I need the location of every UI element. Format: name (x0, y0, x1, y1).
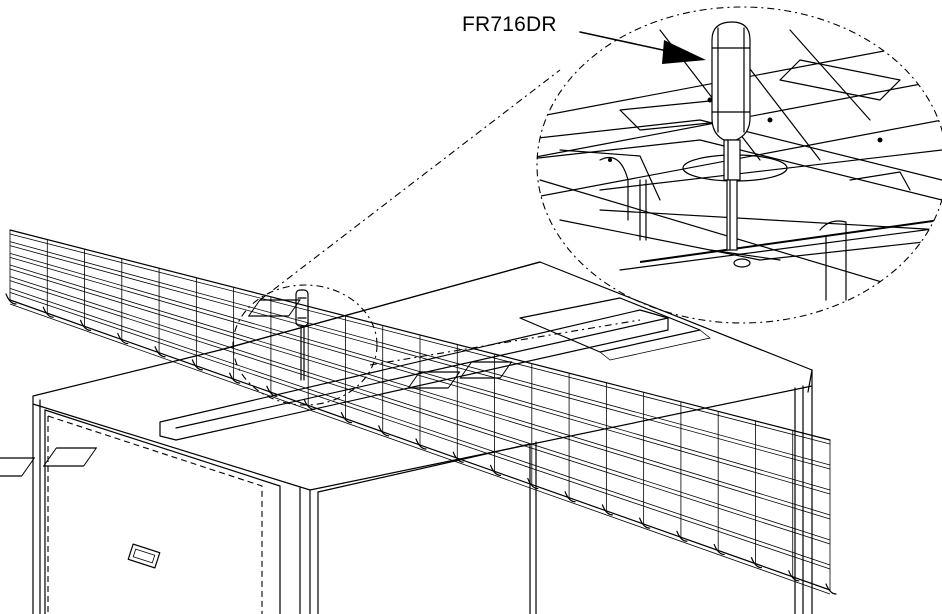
tray-wire-loop (266, 385, 278, 397)
leader-lower (369, 319, 641, 366)
screwdriver-small (295, 289, 309, 381)
tray-wire-loop (154, 346, 166, 358)
tray-wire-loop (191, 359, 203, 371)
leader-upper (259, 69, 561, 301)
magnified-detail (536, 6, 942, 324)
tray-wire-loop (750, 557, 763, 569)
tray-wire-loop (452, 451, 464, 463)
part-number-label: FR716DR (462, 13, 557, 36)
tray-wire-loop (564, 491, 576, 503)
screwdriver-large (711, 21, 751, 251)
tray-wire-loop (527, 477, 539, 490)
tray-wire-loop (713, 543, 725, 556)
tray-wire-loop (5, 293, 17, 305)
tray-wire-loop (79, 319, 92, 331)
tray-wire-loop (825, 583, 837, 595)
tray-wire-loop (415, 438, 427, 450)
tray-wire-loop (117, 332, 129, 345)
detail-circle-large (536, 6, 942, 324)
tray-wire-loop (639, 517, 651, 529)
tray-wire-loop (340, 412, 353, 424)
tray-wire-loop (676, 530, 688, 542)
tray-wire-loop (378, 425, 390, 437)
wire-mesh-tray (5, 229, 837, 595)
tray-wire-loop (42, 306, 54, 318)
tray-wire (9, 303, 831, 595)
tray-wire-loop (788, 570, 800, 582)
callout-arrow (579, 31, 706, 64)
tray-wire-loop (229, 372, 241, 384)
tray-wire-loop (601, 504, 613, 516)
tray-wire-loop (303, 398, 315, 411)
tray-wire-loop (489, 464, 502, 476)
detail-circle-small (232, 284, 378, 406)
